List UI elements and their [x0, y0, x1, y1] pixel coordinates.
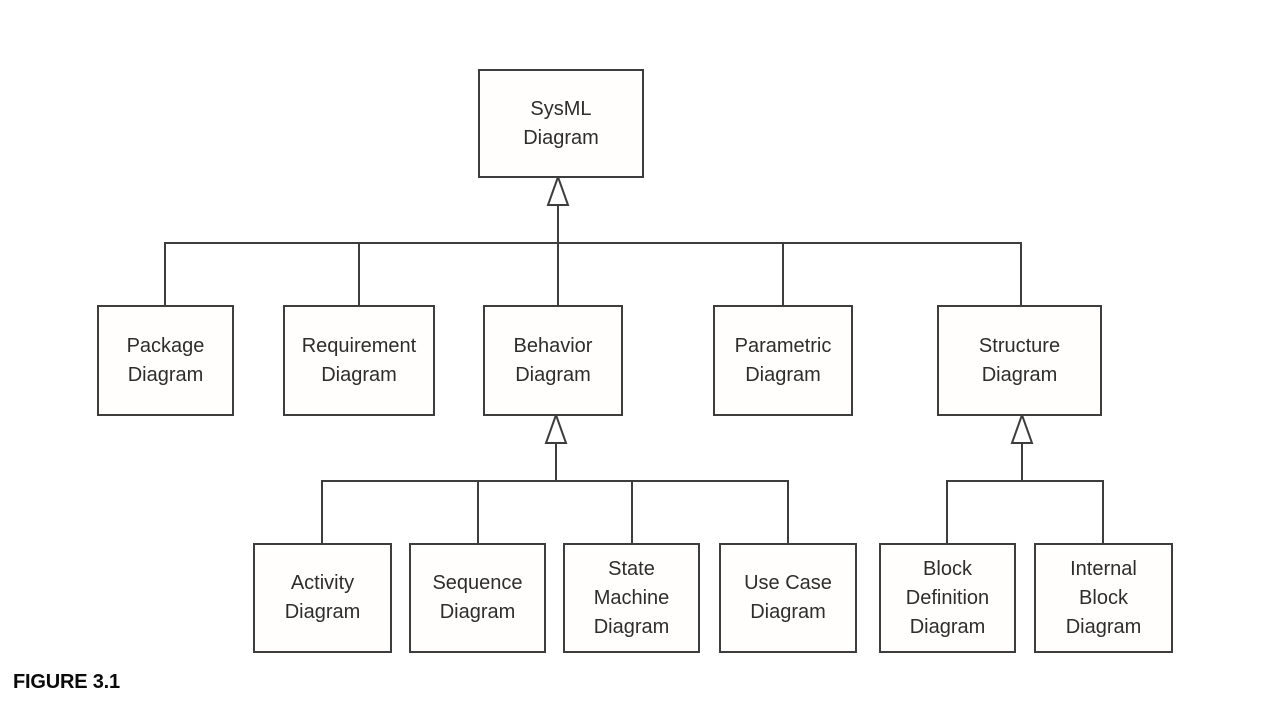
node-activity-diagram: Activity Diagram: [253, 543, 392, 653]
node-label: Parametric Diagram: [734, 334, 832, 386]
connector-drop-requirement: [358, 242, 360, 306]
figure-caption: FIGURE 3.1: [13, 671, 120, 693]
connector-drop-internal-block: [1102, 480, 1104, 544]
node-label: Activity Diagram: [284, 572, 361, 623]
node-parametric-diagram: Parametric Diagram: [713, 305, 853, 416]
node-requirement-diagram: Requirement Diagram: [283, 305, 435, 416]
connector-behavior-rail: [321, 480, 789, 482]
connector-main-rail: [164, 242, 1022, 244]
node-block-definition-diagram: Block Definition Diagram: [879, 543, 1016, 653]
generalization-arrowhead-icon: [546, 175, 570, 206]
connector-structure-riser: [1021, 441, 1023, 482]
connector-drop-use-case: [787, 480, 789, 544]
connector-drop-parametric: [782, 242, 784, 306]
node-label: Internal Block Diagram: [1065, 557, 1142, 638]
connector-drop-activity: [321, 480, 323, 544]
node-label: Behavior Diagram: [513, 334, 593, 386]
connector-drop-structure: [1020, 242, 1022, 306]
generalization-arrowhead-icon: [544, 413, 568, 444]
node-behavior-diagram: Behavior Diagram: [483, 305, 623, 416]
node-state-machine-diagram: State Machine Diagram: [563, 543, 700, 653]
node-label: Package Diagram: [126, 334, 205, 386]
connector-behavior-riser: [555, 441, 557, 482]
node-sequence-diagram: Sequence Diagram: [409, 543, 546, 653]
node-sysml-diagram: SysML Diagram: [478, 69, 644, 178]
node-label: Sequence Diagram: [432, 572, 523, 623]
connector-drop-block-definition: [946, 480, 948, 544]
node-structure-diagram: Structure Diagram: [937, 305, 1102, 416]
node-internal-block-diagram: Internal Block Diagram: [1034, 543, 1173, 653]
generalization-arrowhead-icon: [1010, 413, 1034, 444]
connector-sysml-riser: [557, 203, 559, 306]
node-label: Requirement Diagram: [301, 334, 417, 386]
node-label: State Machine Diagram: [593, 557, 670, 638]
node-label: Use Case Diagram: [744, 572, 832, 623]
connector-drop-sequence: [477, 480, 479, 544]
connector-structure-rail: [946, 480, 1104, 482]
node-package-diagram: Package Diagram: [97, 305, 234, 416]
connector-drop-state-machine: [631, 480, 633, 544]
node-label: Structure Diagram: [978, 334, 1061, 386]
node-use-case-diagram: Use Case Diagram: [719, 543, 857, 653]
connector-drop-package: [164, 242, 166, 306]
node-label: SysML Diagram: [523, 97, 599, 149]
node-label: Block Definition Diagram: [905, 557, 990, 638]
